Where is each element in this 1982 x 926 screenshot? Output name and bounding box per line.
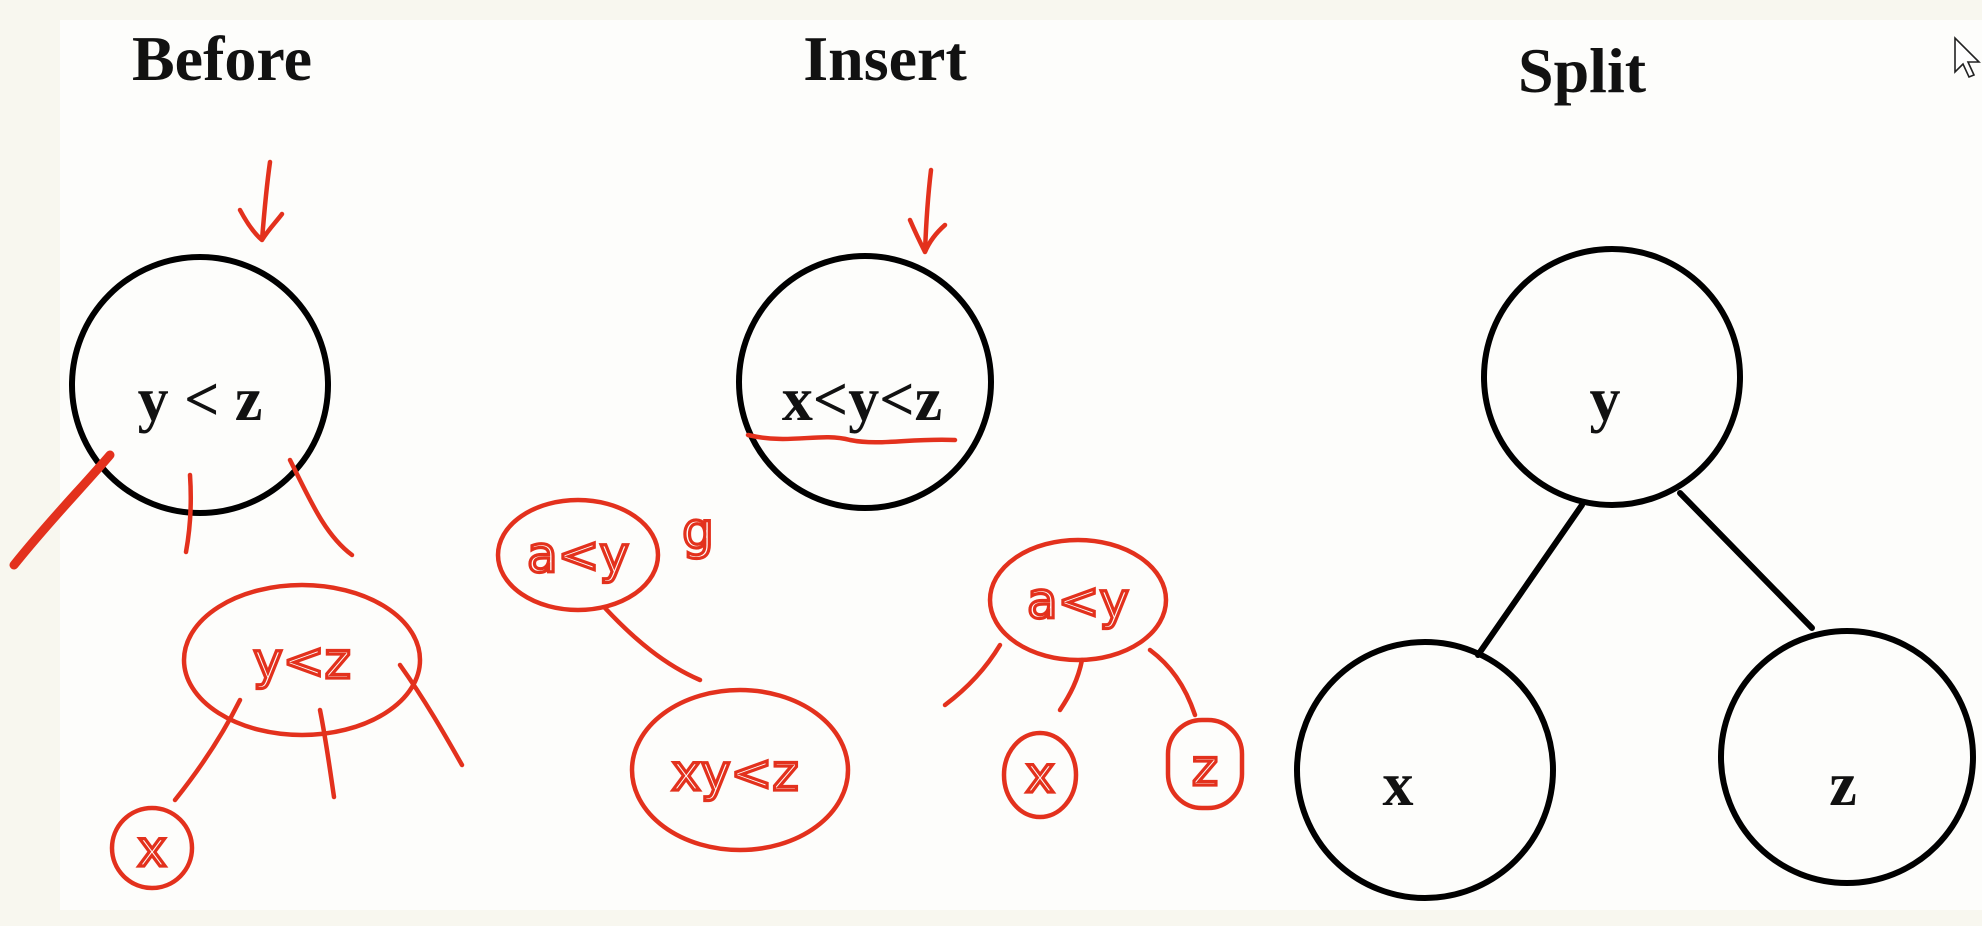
ink-arrow-insert bbox=[907, 167, 948, 255]
ink-split-left-label: x bbox=[1025, 746, 1055, 804]
split-left-node bbox=[1294, 639, 1556, 901]
ink-split-edge-right bbox=[1147, 647, 1198, 718]
ink-before-node-edge-1 bbox=[172, 697, 243, 803]
ink-split-right-label: z bbox=[1192, 739, 1218, 797]
insert-root-node bbox=[736, 253, 994, 511]
ink-split-left-node bbox=[1001, 730, 1079, 820]
ink-before-edge-right bbox=[287, 457, 355, 558]
ink-before-edge-mid bbox=[183, 472, 194, 555]
split-left-label: x bbox=[1383, 751, 1414, 819]
split-right-node bbox=[1718, 628, 1976, 886]
ink-arrow-before bbox=[237, 159, 285, 243]
ink-split-right-node bbox=[1165, 717, 1245, 811]
ink-split-edge-left bbox=[942, 642, 1003, 708]
ink-before-node-label: y<z bbox=[253, 632, 351, 690]
before-root-label: y < z bbox=[138, 366, 263, 434]
ink-insert-edge bbox=[602, 605, 703, 683]
split-right-label: z bbox=[1829, 751, 1857, 819]
ink-insert-node-top-extra: g bbox=[682, 502, 714, 560]
ink-insert-node-bottom bbox=[629, 687, 851, 853]
ink-insert-node-top bbox=[495, 497, 661, 613]
title-split: Split bbox=[1518, 35, 1647, 106]
ink-split-node-top bbox=[987, 537, 1169, 663]
ink-before-node-edge-3 bbox=[397, 662, 465, 768]
split-root-node bbox=[1481, 246, 1743, 508]
ink-before-child-node bbox=[109, 805, 195, 891]
ink-annotations: y<z x a<y g xy<z a<y x z bbox=[9, 159, 1245, 891]
split-edge-right bbox=[1677, 490, 1815, 631]
insert-tree: x<y<z bbox=[736, 253, 994, 511]
ink-split-node-top-label: a<y bbox=[1027, 572, 1129, 630]
ink-before-edge-left bbox=[9, 450, 115, 570]
title-insert: Insert bbox=[803, 23, 967, 94]
before-tree: y < z bbox=[69, 254, 331, 516]
mouse-pointer-icon bbox=[1954, 36, 1981, 79]
ink-insert-node-top-label: a<y bbox=[527, 526, 629, 584]
split-tree: y x z bbox=[1294, 246, 1976, 901]
before-root-node bbox=[69, 254, 331, 516]
diagram-background bbox=[60, 20, 1982, 910]
ink-before-node-edge-2 bbox=[317, 707, 337, 800]
ink-insert-node-bottom-label: xy<z bbox=[671, 744, 798, 802]
ink-before-node bbox=[181, 582, 423, 738]
ink-insert-underline bbox=[745, 432, 958, 445]
ink-split-edge-mid bbox=[1057, 657, 1085, 713]
title-before: Before bbox=[132, 23, 312, 94]
split-root-label: y bbox=[1590, 366, 1621, 434]
insert-root-label: x<y<z bbox=[782, 366, 942, 434]
split-edge-left bbox=[1475, 502, 1585, 658]
ink-before-child-label: x bbox=[137, 820, 167, 878]
